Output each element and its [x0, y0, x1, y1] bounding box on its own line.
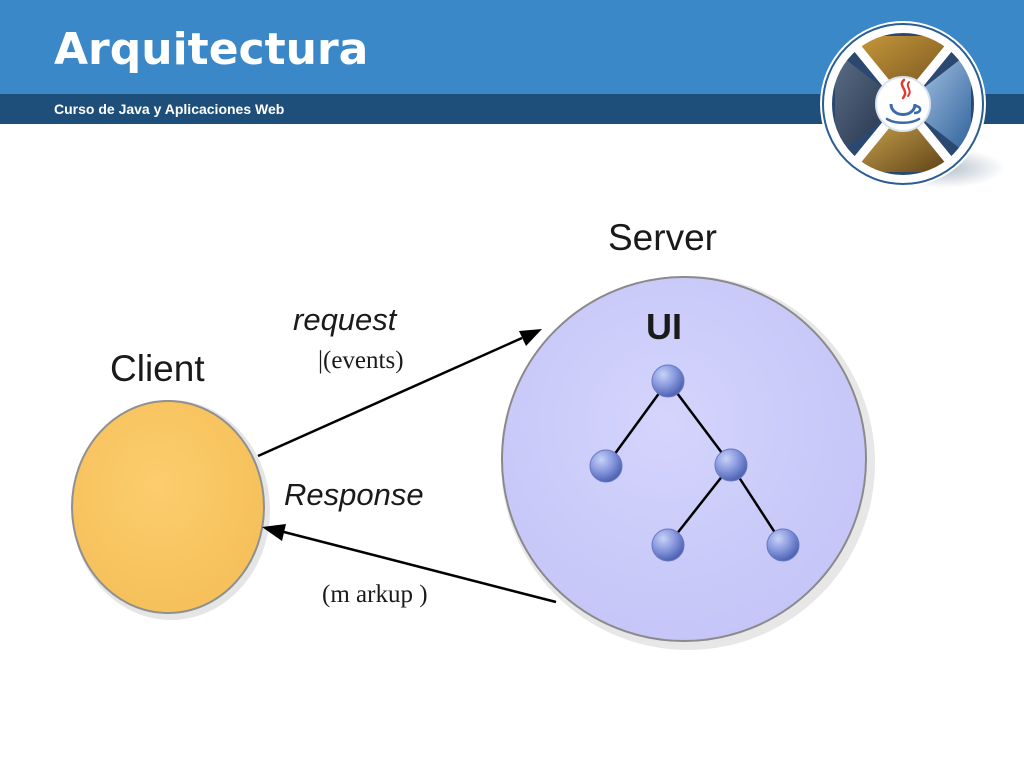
markup-label: (m arkup ) — [322, 581, 428, 608]
client-node — [71, 400, 270, 620]
course-subtitle: Curso de Java y Aplicaciones Web — [54, 101, 285, 117]
client-server-diagram: Server UI Client request |(events) Respo… — [71, 217, 875, 650]
response-arrow — [262, 524, 557, 604]
server-node — [501, 276, 875, 650]
response-label: Response — [284, 477, 424, 512]
server-label: Server — [608, 217, 717, 258]
ui-label: UI — [646, 306, 682, 347]
request-label: request — [293, 302, 398, 337]
ui-tree-root-node — [651, 364, 685, 398]
request-arrow — [257, 329, 542, 458]
client-label: Client — [110, 348, 205, 389]
java-logo-badge — [820, 21, 1005, 188]
ui-tree-leaf-node — [651, 528, 685, 562]
java-coffee-cup-icon — [885, 78, 922, 124]
ui-tree-leaf-node — [766, 528, 800, 562]
page-title: Arquitectura — [54, 24, 369, 75]
events-label: |(events) — [318, 347, 404, 374]
ui-tree-right-node — [714, 448, 748, 482]
ui-tree-left-node — [589, 449, 623, 483]
